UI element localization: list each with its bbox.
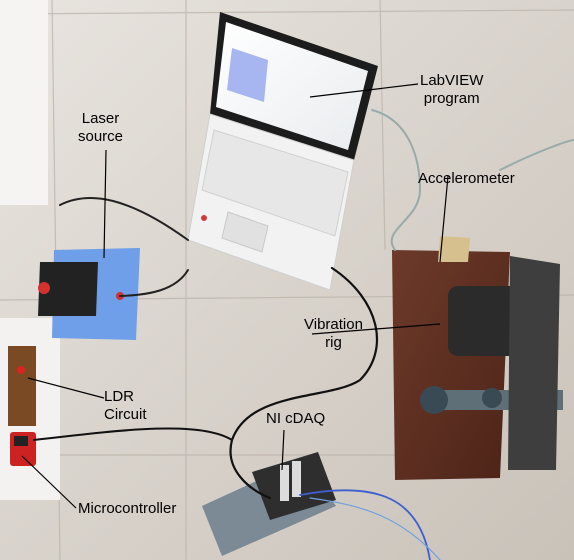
ni-annotation: NI cDAQ (266, 410, 326, 427)
vibration-line2: rig (325, 334, 342, 351)
white-board (0, 0, 48, 205)
ldr-line1: LDR (104, 388, 135, 405)
laser-source-device (38, 248, 140, 340)
microcontroller-board (10, 432, 36, 466)
laptop (187, 12, 378, 291)
ldr-annotation: LDR Circuit (104, 388, 147, 424)
micro-annotation: Microcontroller (78, 500, 177, 517)
ldr-pointer (27, 377, 105, 399)
power-led (201, 215, 207, 221)
vibration-pointer (311, 323, 441, 335)
pointer-lines (21, 83, 449, 509)
labview-plot-area (227, 48, 268, 102)
vibration-rig (392, 236, 563, 480)
laptop-keyboard (201, 129, 349, 237)
vibration-line1: Vibration (304, 316, 363, 333)
laser-line2: source (78, 128, 124, 145)
laser-line1: Laser (81, 110, 120, 127)
ni-cdaq-device (202, 452, 336, 556)
laptop-screen (216, 22, 368, 150)
labview-pointer (309, 83, 419, 98)
accelerometer-annotation: Accelerometer (418, 170, 515, 187)
ni-pointer (281, 429, 285, 471)
micro-pointer (21, 455, 77, 509)
laptop-touchpad (221, 211, 269, 253)
laser-pointer (103, 149, 107, 259)
ldr-line2: Circuit (104, 406, 147, 423)
vibration-annotation: Vibration rig (304, 316, 363, 352)
accelerometer-pointer (439, 175, 449, 263)
labview-annotation: LabVIEW program (420, 72, 483, 108)
labview-line1: LabVIEW (420, 72, 484, 89)
ldr-circuit-board (8, 346, 36, 426)
labview-line2: program (423, 90, 480, 107)
cables (33, 109, 574, 560)
laser-annotation: Laser source (78, 110, 123, 146)
